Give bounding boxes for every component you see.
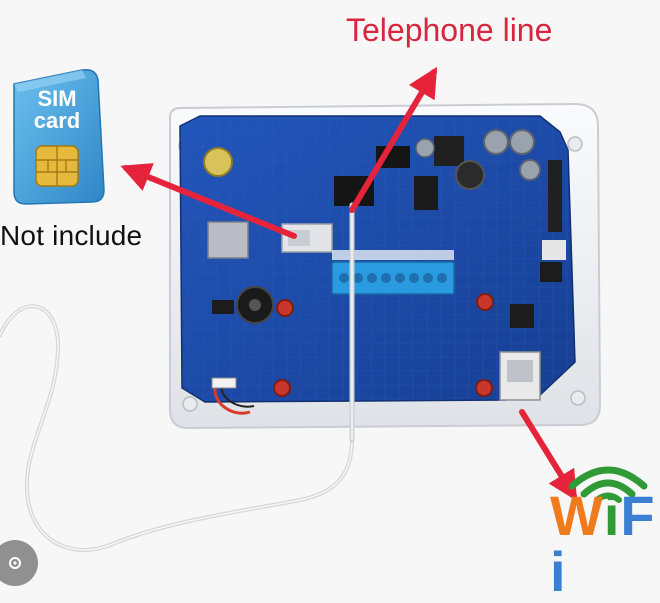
wifi-letter: F bbox=[620, 484, 656, 547]
sim-card-line1: SIM bbox=[37, 86, 77, 111]
not-include-label: Not include bbox=[0, 220, 143, 251]
telephone-line-arrow bbox=[349, 66, 438, 213]
product-photo: Telephone line SIM card Not include WiFi bbox=[0, 12, 655, 600]
wifi-logo-text: WiFi bbox=[550, 488, 660, 600]
wifi-letter: i bbox=[603, 484, 621, 547]
telephone-line-label: Telephone line bbox=[346, 12, 553, 48]
lens-button[interactable] bbox=[0, 540, 38, 586]
terminal-block bbox=[331, 261, 455, 295]
sim-card-line2: card bbox=[33, 108, 81, 133]
photo-illustration bbox=[0, 66, 648, 552]
lens-icon bbox=[9, 557, 21, 569]
circuit-board bbox=[179, 115, 576, 415]
wifi-letter: W bbox=[550, 484, 604, 547]
wifi-letter: i bbox=[550, 540, 567, 603]
wifi-arrow bbox=[519, 409, 578, 502]
sim-card-icon bbox=[13, 68, 105, 205]
processor-chip bbox=[207, 221, 249, 259]
sim-card-arrow bbox=[120, 163, 297, 239]
buzzer bbox=[203, 147, 233, 177]
wifi-signal-icon bbox=[568, 466, 648, 503]
